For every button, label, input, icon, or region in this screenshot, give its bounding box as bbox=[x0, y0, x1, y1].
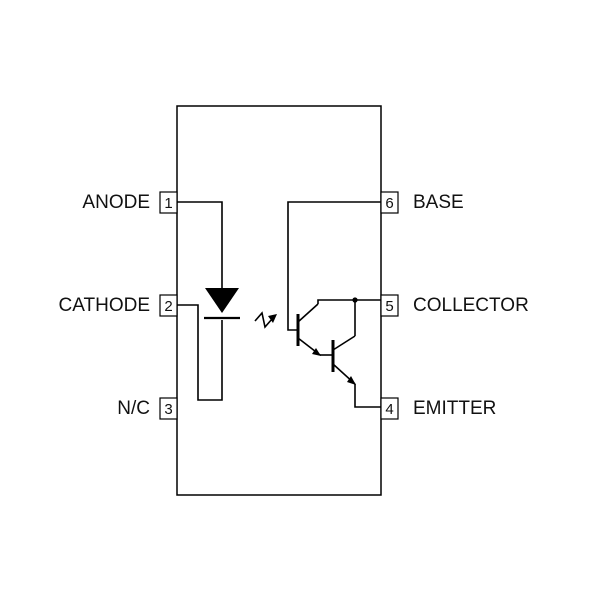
pin-3-number: 3 bbox=[164, 401, 172, 418]
collector-junction-dot bbox=[352, 297, 358, 303]
phototransistor-collector bbox=[297, 303, 319, 323]
pin-1-number: 1 bbox=[164, 195, 172, 212]
pin-3-name: N/C bbox=[117, 398, 150, 419]
pin-2-name: CATHODE bbox=[59, 295, 150, 316]
pin-2-number: 2 bbox=[164, 298, 172, 315]
pin-5-number: 5 bbox=[385, 298, 393, 315]
pin-4-name: EMITTER bbox=[413, 398, 496, 419]
pin-5-box bbox=[380, 294, 399, 317]
led-diode-icon bbox=[205, 288, 239, 313]
output-transistor-collector bbox=[332, 335, 356, 351]
emitter-wire bbox=[354, 384, 381, 408]
output-transistor-emitter-arrow-icon bbox=[347, 376, 356, 385]
anode-wire bbox=[177, 201, 223, 288]
pin-4-box bbox=[380, 397, 399, 420]
light-emission-icon bbox=[254, 311, 277, 329]
phototransistor-emitter-arrow-icon bbox=[312, 348, 321, 356]
pin-3-box bbox=[159, 397, 178, 420]
pin-6-number: 6 bbox=[385, 195, 393, 212]
pin-5-name: COLLECTOR bbox=[413, 295, 529, 316]
base-wire bbox=[287, 201, 381, 331]
cathode-wire bbox=[177, 304, 223, 401]
pin-1-name: ANODE bbox=[82, 192, 150, 213]
collector-wire bbox=[317, 299, 381, 304]
pin-4-number: 4 bbox=[385, 401, 393, 418]
pin-6-name: BASE bbox=[413, 192, 464, 213]
